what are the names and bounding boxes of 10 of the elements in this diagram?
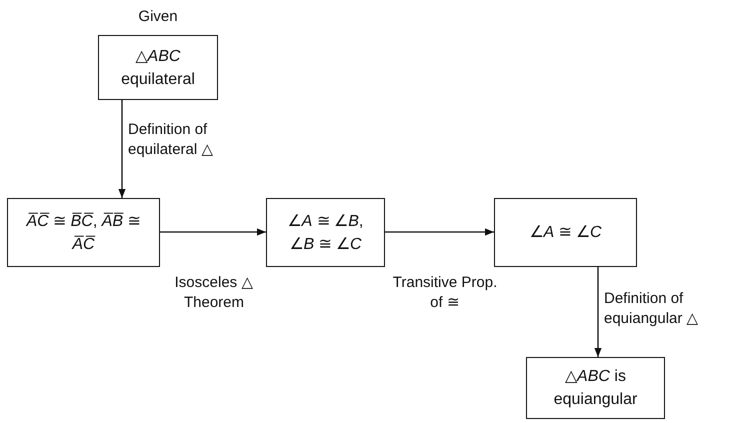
arrow — [594, 267, 602, 357]
statement-text: A̅C̅ ≅ B̅C̅, A̅B̅ ≅ A̅C̅ — [24, 212, 142, 254]
statement-text: △ABC equilateral — [120, 46, 196, 90]
arrow — [385, 228, 494, 236]
arrow — [160, 228, 266, 236]
statement-text: ∠A ≅ ∠C — [529, 223, 602, 243]
arrow — [118, 100, 126, 198]
statement-text: △ABC is equiangular — [552, 367, 638, 410]
box-heading: Given — [138, 8, 178, 26]
statement-text: ∠A ≅ ∠B, ∠B ≅ ∠C — [286, 212, 364, 254]
